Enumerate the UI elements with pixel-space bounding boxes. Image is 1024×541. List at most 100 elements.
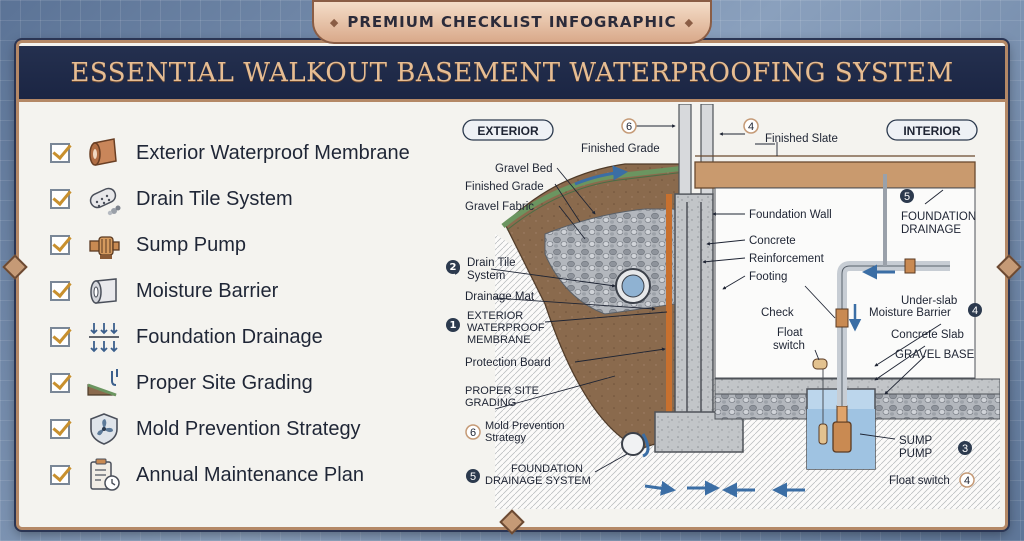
label-concrete-slab: Concrete Slab bbox=[891, 329, 964, 341]
foundation-wall bbox=[674, 193, 714, 425]
footing bbox=[654, 411, 744, 453]
checklist-item[interactable]: Drain Tile System bbox=[50, 176, 450, 222]
label-float-switch: Float bbox=[777, 327, 803, 339]
checkbox-checked-icon[interactable] bbox=[50, 373, 70, 393]
banner-tab: ◆ PREMIUM CHECKLIST INFOGRAPHIC ◆ bbox=[312, 0, 712, 44]
marker-number: 4 bbox=[748, 121, 754, 133]
checklist-item[interactable]: Exterior Waterproof Membrane bbox=[50, 130, 450, 176]
membrane-roll-icon bbox=[86, 135, 122, 171]
marker-4-under-slab bbox=[968, 303, 982, 317]
label-foundation-drainage-line2: DRAINAGE bbox=[901, 224, 961, 236]
exterior-tag bbox=[462, 119, 554, 141]
label-footing: Footing bbox=[749, 271, 787, 283]
checklist-item[interactable]: Annual Maintenance Plan bbox=[50, 452, 450, 498]
shield-fan-icon bbox=[86, 411, 122, 447]
marker-number: 4 bbox=[964, 475, 970, 487]
marker-number: 4 bbox=[972, 305, 978, 317]
sump-pump-icon bbox=[86, 227, 122, 263]
checkbox-checked-icon[interactable] bbox=[50, 189, 70, 209]
water-flow-arrow bbox=[574, 165, 628, 186]
label-finished-grade-top: Finished Grade bbox=[581, 143, 660, 155]
upper-wall-post bbox=[678, 104, 692, 195]
interior-tag bbox=[886, 119, 978, 141]
checkbox-checked-icon[interactable] bbox=[50, 465, 70, 485]
label-sump-pump: SUMP bbox=[899, 435, 933, 447]
label-membrane: EXTERIOR bbox=[467, 310, 523, 322]
clipboard-clock-icon bbox=[86, 457, 122, 493]
water-path bbox=[641, 433, 650, 458]
checklist-item-label: Proper Site Grading bbox=[136, 371, 313, 394]
diamond-icon: ◆ bbox=[329, 15, 340, 29]
marker-6-top bbox=[621, 118, 637, 134]
marker-6-mold bbox=[465, 424, 481, 440]
pipe-valve bbox=[904, 258, 916, 274]
label-check: Check bbox=[761, 307, 794, 319]
marker-number: 5 bbox=[470, 471, 476, 483]
checklist-item[interactable]: Proper Site Grading bbox=[50, 360, 450, 406]
checklist: Exterior Waterproof Membrane Drain Tile … bbox=[50, 130, 450, 498]
marker-4-float bbox=[959, 472, 975, 488]
barrier-roll-icon bbox=[86, 273, 122, 309]
grass-layer bbox=[501, 165, 686, 228]
checkbox-checked-icon[interactable] bbox=[50, 143, 70, 163]
label-site-grading-line2: GRADING bbox=[465, 397, 516, 409]
checkbox-checked-icon[interactable] bbox=[50, 235, 70, 255]
checklist-item[interactable]: Moisture Barrier bbox=[50, 268, 450, 314]
label-under-slab-line2: Moisture Barrier bbox=[869, 307, 951, 319]
check-valve bbox=[835, 308, 849, 328]
label-float-switch-line2: switch bbox=[773, 340, 805, 352]
banner-label: PREMIUM CHECKLIST INFOGRAPHIC bbox=[347, 13, 677, 31]
marker-number: 2 bbox=[449, 261, 457, 273]
sump-pump bbox=[832, 421, 852, 453]
label-mold-prevention: Mold Prevention bbox=[485, 420, 565, 432]
float-switch bbox=[818, 423, 828, 445]
label-reinforcement: Reinforcement bbox=[749, 253, 825, 265]
checklist-item-label: Exterior Waterproof Membrane bbox=[136, 141, 410, 164]
checkbox-checked-icon[interactable] bbox=[50, 327, 70, 347]
checklist-item-label: Moisture Barrier bbox=[136, 279, 279, 302]
title-bar: ESSENTIAL WALKOUT BASEMENT WATERPROOFING… bbox=[19, 46, 1005, 102]
marker-number: 3 bbox=[962, 443, 968, 455]
checkbox-checked-icon[interactable] bbox=[50, 281, 70, 301]
label-foundation-drainage: FOUNDATION bbox=[901, 211, 976, 223]
checklist-item-label: Annual Maintenance Plan bbox=[136, 463, 364, 486]
marker-2-drain-tile: 2 bbox=[446, 260, 460, 274]
marker-number: 5 bbox=[904, 191, 910, 203]
grading-slope-icon bbox=[86, 365, 122, 401]
label-foundation-drainage-system: FOUNDATION bbox=[511, 463, 583, 475]
marker-number: 1 bbox=[449, 319, 457, 331]
label-gravel-base: GRAVEL BASE bbox=[895, 349, 975, 361]
label-sump-pump-line2: PUMP bbox=[899, 448, 933, 460]
float-switch-upper bbox=[812, 358, 828, 370]
diamond-icon: ◆ bbox=[684, 15, 695, 29]
label-membrane-line2: WATERPROOF bbox=[467, 322, 545, 334]
marker-5-system bbox=[466, 469, 480, 483]
page-title: ESSENTIAL WALKOUT BASEMENT WATERPROOFING… bbox=[70, 57, 954, 88]
foundation-drain-pipe bbox=[621, 432, 645, 456]
label-under-slab: Under-slab bbox=[901, 295, 957, 307]
label-float-switch-bottom: Float switch bbox=[889, 475, 950, 487]
checkbox-checked-icon[interactable] bbox=[50, 419, 70, 439]
marker-4-top bbox=[743, 118, 759, 134]
marker-1-membrane: 1 bbox=[446, 318, 460, 332]
checklist-item[interactable]: Sump Pump bbox=[50, 222, 450, 268]
checklist-item-label: Sump Pump bbox=[136, 233, 247, 256]
label-drain-tile: Drain Tile bbox=[467, 257, 516, 269]
checklist-item[interactable]: Foundation Drainage bbox=[50, 314, 450, 360]
label-site-grading: PROPER SITE bbox=[465, 385, 539, 397]
marker-number: 6 bbox=[626, 121, 632, 133]
label-mold-prevention-line2: Strategy bbox=[485, 432, 526, 444]
marker-number: 6 bbox=[470, 427, 476, 439]
sump-pump-top bbox=[836, 405, 848, 423]
exterior-tag-label: EXTERIOR bbox=[477, 124, 539, 138]
water-flow-arrow bbox=[644, 480, 676, 496]
label-drainage-mat: Drainage Mat bbox=[465, 291, 535, 303]
checklist-item-label: Drain Tile System bbox=[136, 187, 293, 210]
label-protection-board: Protection Board bbox=[465, 357, 551, 369]
marker-5-drainage bbox=[900, 189, 914, 203]
drain-pipe-icon bbox=[86, 181, 122, 217]
label-finished-slate: Finished Slate bbox=[765, 133, 838, 145]
checklist-item[interactable]: Mold Prevention Strategy bbox=[50, 406, 450, 452]
label-concrete: Concrete bbox=[749, 235, 796, 247]
discharge-pipe-outline bbox=[841, 265, 950, 406]
